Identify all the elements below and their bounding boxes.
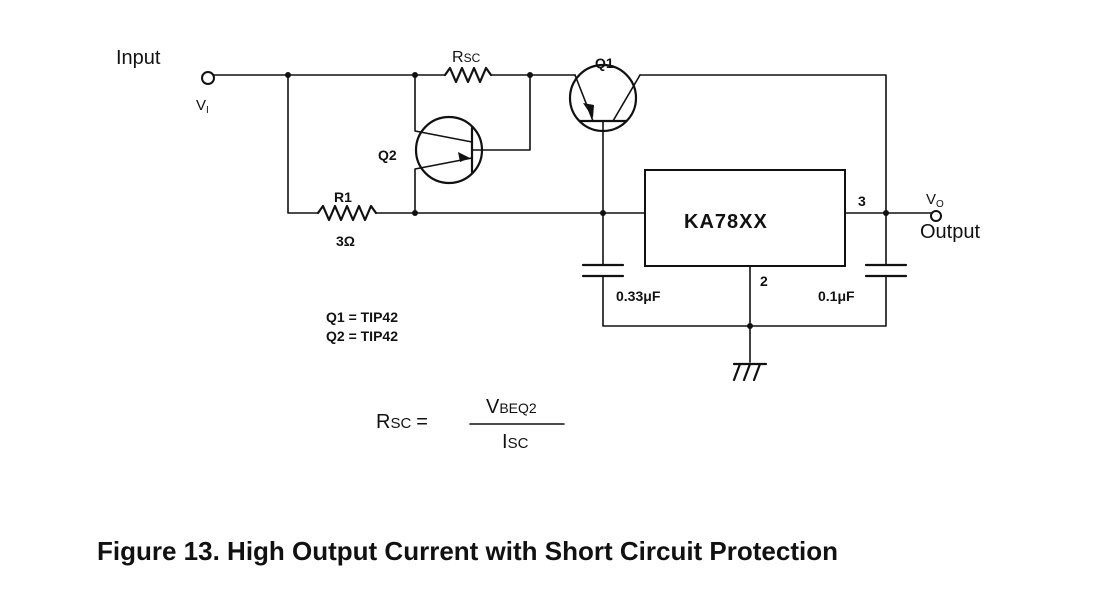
rsc-label: RSC	[452, 49, 481, 66]
output-label: Output	[920, 221, 980, 243]
r1-resistor	[316, 204, 378, 222]
vi-label: VI	[196, 97, 209, 116]
output-capacitor	[864, 263, 908, 278]
ic-label: KA78XX	[684, 211, 768, 233]
q2-leads	[414, 74, 473, 214]
q2-arrow	[458, 152, 470, 162]
regulator-ic	[644, 169, 846, 267]
q1-leads	[574, 74, 641, 122]
output-cap-label: 0.1μF	[818, 288, 855, 304]
q2-part: Q2 = TIP42	[326, 328, 398, 344]
r1-label: R1	[334, 189, 352, 205]
formula-lhs: RSC=	[376, 411, 428, 433]
formula-denominator: ISC	[502, 431, 529, 453]
node-ground	[747, 323, 753, 329]
input-cap-label: 0.33μF	[616, 288, 661, 304]
figure-caption: Figure 13. High Output Current with Shor…	[97, 536, 838, 566]
q2-label: Q2	[378, 147, 397, 163]
q1-arrow	[583, 103, 594, 118]
left-wire	[287, 74, 319, 214]
pin2-label: 2	[760, 273, 768, 289]
formula-numerator: VBEQ2	[486, 396, 537, 418]
r1-value: 3Ω	[336, 233, 355, 249]
q1-label: Q1	[595, 55, 614, 71]
q1-part: Q1 = TIP42	[326, 309, 398, 325]
input-label: Input	[116, 47, 161, 69]
ground-icon	[732, 362, 768, 382]
right-rail	[639, 74, 887, 266]
input-cap-lead	[602, 275, 887, 327]
pin3-label: 3	[858, 193, 866, 209]
vo-label: VO	[926, 191, 944, 210]
output-terminal	[930, 210, 942, 222]
input-capacitor	[581, 263, 625, 278]
q2-base-wire	[471, 74, 531, 151]
node-output	[883, 210, 889, 216]
input-terminal	[201, 71, 215, 85]
rsc-resistor	[443, 66, 493, 84]
